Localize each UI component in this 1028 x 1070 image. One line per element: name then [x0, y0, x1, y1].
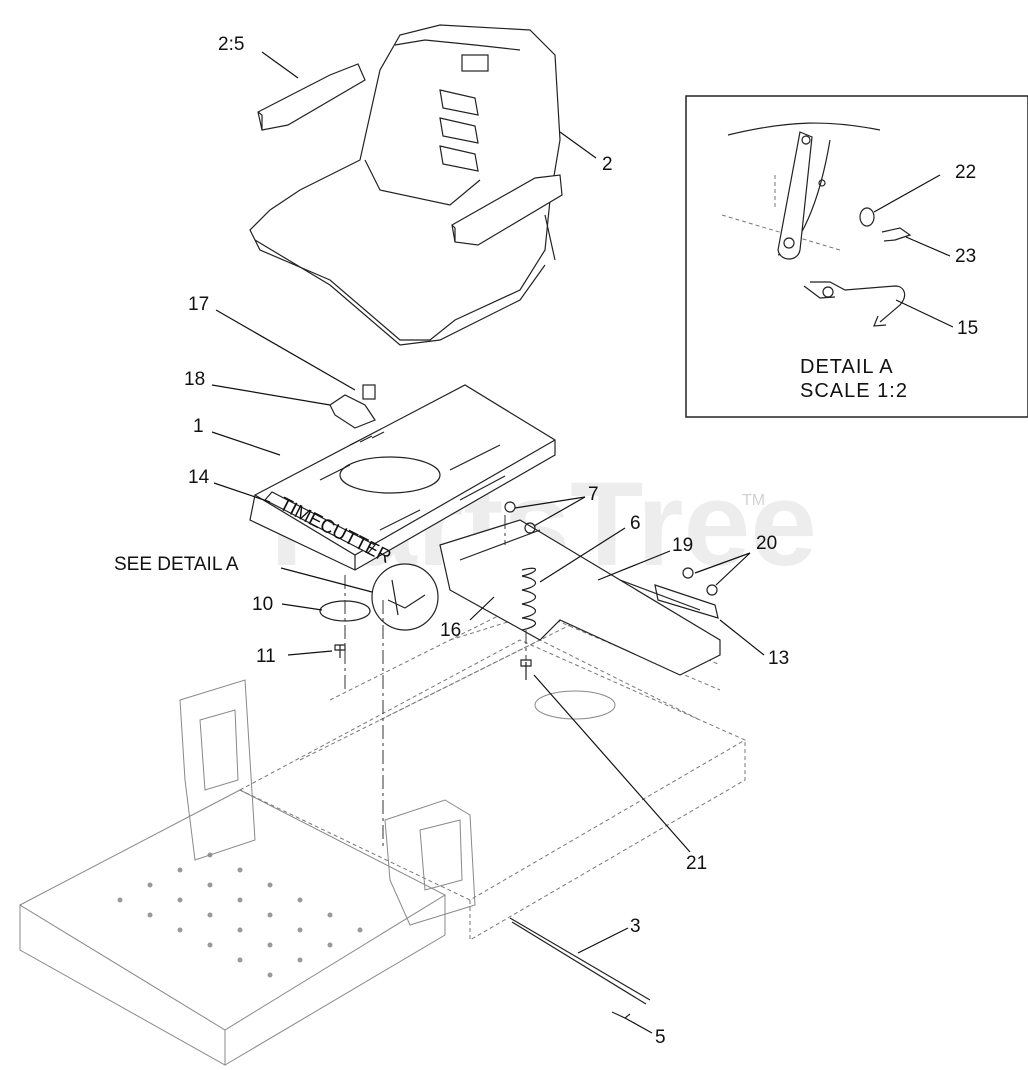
callout-21: 21: [686, 853, 707, 874]
callout-7: 7: [588, 484, 599, 505]
part-11-bolt: [334, 644, 346, 658]
spring: [521, 567, 537, 631]
detail-title: DETAIL A: [800, 356, 894, 378]
callout-16: 16: [440, 620, 461, 641]
detail-callout-23: 23: [955, 246, 976, 267]
callout-20: 20: [756, 533, 777, 554]
callout-1: 1: [193, 416, 204, 437]
detail-callout-22: 22: [955, 162, 976, 183]
detail-a-box: 22 23 15 DETAIL A SCALE 1:2: [685, 95, 1028, 418]
callout-10: 10: [252, 594, 273, 615]
leader-lines: [211, 51, 765, 1034]
callout-11: 11: [256, 646, 276, 667]
callout-14: 14: [188, 467, 210, 488]
callout-17: 17: [188, 294, 209, 315]
callout-5: 5: [655, 1027, 666, 1048]
callout-19: 19: [672, 535, 693, 556]
part-7-nuts: [504, 501, 536, 534]
detail-callout-15: 15: [957, 318, 978, 339]
callout-6: 6: [630, 513, 641, 534]
callout-2: 2: [602, 154, 613, 175]
part-17-18: [329, 384, 376, 429]
callouts: 2:5 2 17 18 1 14 7 6 19 20 SEE DETAIL A …: [114, 34, 789, 1048]
pin-5: [611, 1011, 631, 1019]
watermark-trademark: TM: [742, 492, 765, 509]
detail-scale: SCALE 1:2: [800, 380, 908, 402]
callout-3: 3: [630, 916, 641, 937]
callout-18: 18: [184, 369, 205, 390]
seat-rails: [439, 519, 721, 676]
part-20-nuts: [682, 567, 718, 596]
callout-13: 13: [768, 648, 789, 669]
callout-see-detail: SEE DETAIL A: [114, 554, 239, 575]
part-21-bolt: [520, 659, 532, 680]
detail-a-circle: [371, 563, 439, 631]
seat-assembly: [249, 24, 563, 346]
rod-3: [509, 917, 651, 1005]
seat-plate: TIMECUTTER: [249, 384, 556, 571]
callout-2-5: 2:5: [218, 34, 244, 55]
